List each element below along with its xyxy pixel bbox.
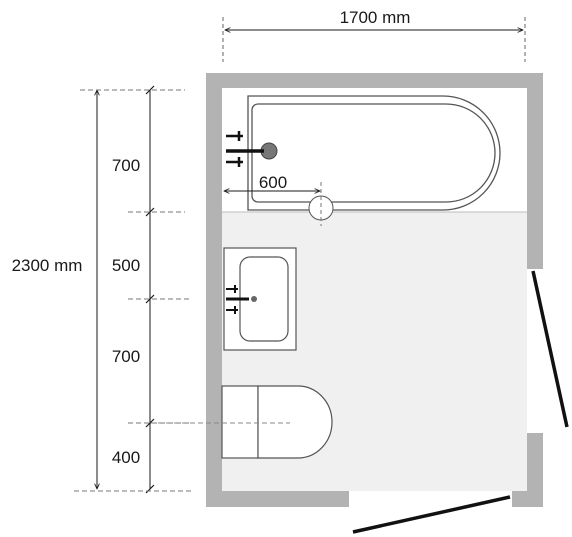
bathtub (247, 95, 501, 226)
washbasin (223, 247, 297, 351)
wall-right-lower (527, 433, 543, 507)
wall-bottom-right (512, 491, 543, 507)
segment-label-3: 700 (112, 347, 140, 366)
toilet (221, 385, 333, 459)
wall-top (206, 73, 543, 88)
toilet-bowl (257, 385, 333, 459)
bath-tap-icon (226, 131, 264, 167)
washbasin-drain (251, 296, 257, 302)
segment-label-1: 700 (112, 156, 140, 175)
washbasin-tap-icon (226, 285, 249, 314)
tap-offset-label: 600 (259, 173, 287, 192)
segment-label-4: 400 (112, 448, 140, 467)
extension-dashes (74, 89, 192, 492)
wall-bottom-left (206, 491, 349, 507)
wall-right-upper (527, 73, 543, 269)
toilet-cistern (221, 385, 259, 459)
segment-label-2: 500 (112, 256, 140, 275)
segment-ticks (145, 85, 155, 494)
bathtub-outer-rim (247, 95, 501, 211)
wall-left (206, 73, 222, 507)
door-leaf-bottom (352, 495, 511, 534)
dimension-lines (74, 17, 526, 494)
walls (206, 73, 543, 507)
overall-length-label: 2300 mm (12, 256, 83, 275)
overall-width-label: 1700 mm (340, 8, 411, 27)
door-leaf-right (531, 270, 569, 428)
bathtub-inner-basin (251, 103, 496, 203)
